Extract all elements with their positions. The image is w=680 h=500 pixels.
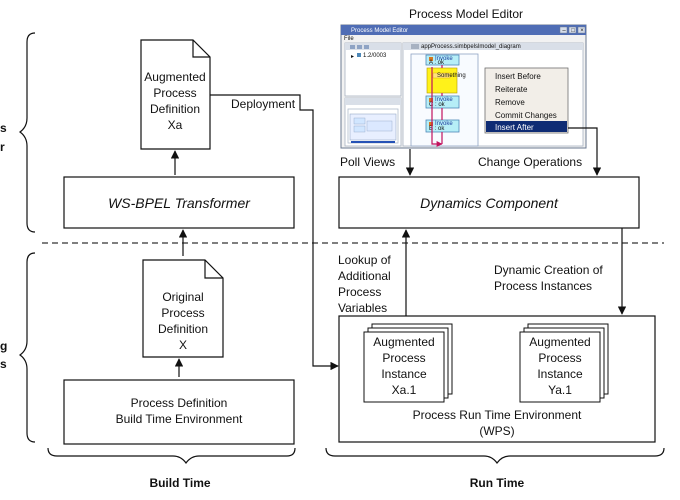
invoke-b-title: Invoke (435, 121, 453, 127)
build-env-line-2: Build Time Environment (116, 412, 243, 426)
invoke-c-status: C : ok (429, 102, 446, 108)
invoke-c-title: Invoke (435, 97, 453, 103)
window-controls: – □ × (559, 26, 586, 34)
invoke-node-b: Invoke B : ok (425, 119, 460, 133)
left-brace-top (18, 32, 36, 233)
augmented-process-definition-line-4: Xa (168, 118, 183, 132)
context-menu-item-reiterate: Reiterate (495, 85, 528, 94)
change-operations-arrow (568, 127, 602, 176)
context-menu-item-commit-changes: Commit Changes (495, 111, 557, 120)
augmented-process-definition-line-3: Definition (150, 102, 200, 116)
file-menu-item: File (344, 36, 354, 42)
tree-item-label: 1.2/0003 (363, 53, 387, 59)
deployment-arrow (210, 94, 339, 371)
context-menu-item-insert-before: Insert Before (495, 72, 541, 81)
original-process-definition-document: Original Process Definition X (142, 259, 224, 358)
change-operations-label: Change Operations (478, 155, 582, 169)
original-process-definition-line-2: Process (161, 306, 204, 320)
augmented-process-definition-document: Augmented Process Definition Xa (140, 39, 211, 150)
deployment-label: Deployment (231, 97, 296, 111)
lookup-label-line-1: Lookup of (338, 253, 391, 267)
instance-xa-line-2: Process (382, 351, 425, 365)
dynamics-component-box (338, 176, 640, 229)
invoke-node-a: Invoke A : ok (425, 54, 460, 66)
left-group-label-bottom-2: s (0, 357, 7, 371)
close-icon: × (580, 28, 584, 34)
maximize-icon: □ (571, 28, 575, 34)
build-time-label: Build Time (149, 476, 210, 490)
augmented-process-definition-line-1: Augmented (144, 70, 205, 84)
runtime-env-line-2: (WPS) (479, 424, 514, 438)
left-group-label-top-2: r (0, 140, 5, 154)
dynamic-creation-label-line-1: Dynamic Creation of (494, 263, 603, 277)
context-menu-item-insert-after: Insert After (495, 123, 534, 132)
original-process-definition-line-4: X (179, 338, 187, 352)
left-group-label-top-1: s (0, 121, 7, 135)
yellow-node-label: Something (437, 73, 466, 79)
instance-ya-line-4: Ya.1 (548, 383, 572, 397)
invoke-node-c: Invoke C : ok (425, 95, 460, 109)
ws-bpel-transformer-label: WS-BPEL Transformer (108, 195, 251, 211)
augmented-process-definition-line-2: Process (153, 86, 196, 100)
left-brace-bottom (18, 252, 36, 443)
instance-ya-line-1: Augmented (529, 335, 590, 349)
build-time-brace (47, 447, 296, 465)
augmented-instance-ya-stack: Augmented Process Instance Ya.1 (519, 323, 609, 403)
tree-expander-icon: ▸ (351, 54, 354, 60)
diagram-connectors (431, 65, 443, 147)
lookup-label-line-2: Additional (338, 269, 391, 283)
original-process-definition-line-3: Definition (158, 322, 208, 336)
process-model-editor-title: Process Model Editor (409, 7, 523, 21)
ws-bpel-transformer-box (63, 176, 295, 229)
invoke-a-title: Invoke (435, 56, 453, 62)
augmented-instance-xa-stack: Augmented Process Instance Xa.1 (363, 323, 453, 403)
build-time-environment-box (63, 379, 295, 445)
thumbnail-panel (347, 108, 399, 144)
invoke-a-status: A : ok (429, 60, 445, 66)
minimize-icon: – (562, 28, 566, 34)
dynamics-component-label: Dynamics Component (420, 195, 559, 211)
original-process-definition-line-1: Original (162, 290, 203, 304)
run-time-label: Run Time (470, 476, 525, 490)
left-group-label-bottom-1: g (0, 339, 7, 353)
left-tree: ▸ 1.2/0003 (350, 45, 387, 60)
instance-xa-line-3: Instance (381, 367, 427, 381)
instance-ya-line-2: Process (538, 351, 581, 365)
instance-ya-line-3: Instance (537, 367, 583, 381)
editor-window-title: Process Model Editor (351, 28, 408, 34)
poll-views-label: Poll Views (340, 155, 395, 169)
lookup-label-line-3: Process (338, 285, 381, 299)
dynamic-creation-label-line-2: Process Instances (494, 279, 592, 293)
run-time-brace (325, 447, 665, 465)
invoke-b-status: B : ok (429, 126, 445, 132)
runtime-env-line-1: Process Run Time Environment (413, 408, 582, 422)
diagram-tab-label: appProcess.simbpelslmodel_diagram (421, 44, 521, 50)
context-menu-item-remove: Remove (495, 98, 525, 107)
instance-xa-line-4: Xa.1 (392, 383, 417, 397)
lookup-label-line-4: Variables (338, 301, 387, 315)
build-env-line-1: Process Definition (131, 396, 228, 410)
instance-xa-line-1: Augmented (373, 335, 434, 349)
process-model-editor-window: Process Model Editor – □ × File ▸ 1.2/00… (340, 24, 587, 149)
context-menu-selected-row (486, 121, 567, 132)
